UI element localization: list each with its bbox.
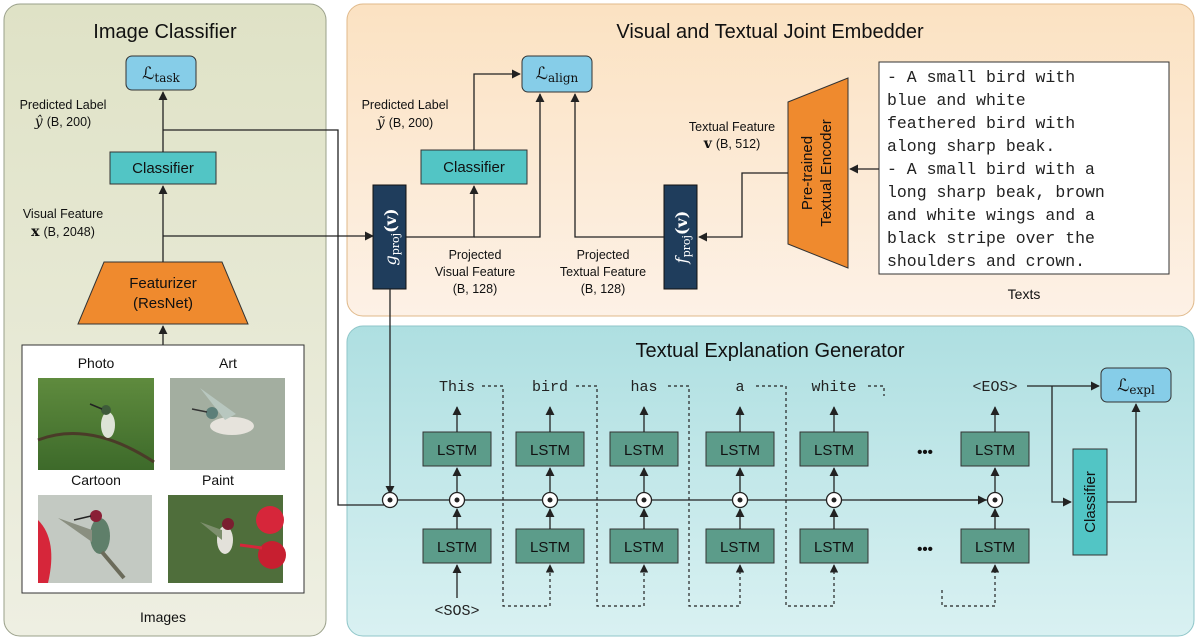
f-proj-box	[663, 184, 698, 290]
featurizer-line1: Featurizer	[129, 275, 197, 292]
featurizer-line2: (ResNet)	[133, 295, 193, 312]
token-eos: <EOS>	[972, 379, 1017, 396]
lstm-top-1	[422, 431, 492, 467]
texts-box	[878, 61, 1170, 275]
lstm-vertical-arrows	[452, 467, 1000, 598]
text-line: long sharp beak, brown	[887, 183, 1105, 202]
token-this: This	[439, 379, 475, 396]
gen-classifier-label: Classifier	[1082, 471, 1099, 533]
token-arrows	[452, 406, 1000, 432]
je-classifier-box	[420, 149, 528, 185]
textual-feature-math: v(B, 512)	[703, 136, 761, 152]
cartoon-image	[38, 495, 152, 583]
proj-visual-3: (B, 128)	[453, 282, 497, 296]
photo-image	[37, 378, 155, 470]
text-line: - A small bird with	[887, 68, 1075, 87]
lstm-bottom-6	[960, 528, 1030, 564]
align-loss-label: ℒalign	[536, 64, 579, 85]
lstm-label: LSTM	[720, 539, 760, 556]
token-bird: bird	[532, 379, 568, 396]
lstm-label: LSTM	[437, 442, 477, 459]
textual-feature-text: Textual Feature	[689, 120, 775, 134]
text-line: and white wings and a	[887, 206, 1095, 225]
lstm-label: LSTM	[530, 539, 570, 556]
lstm-label: LSTM	[975, 539, 1015, 556]
texts-lines: - A small bird with blue and white feath…	[887, 68, 1105, 271]
ic-classifier-box	[109, 151, 217, 185]
ic-predicted-label-text: Predicted Label	[20, 98, 107, 112]
lstm-bottom-4	[705, 528, 775, 564]
featurizer-trapezoid	[77, 261, 249, 325]
expl-loss-label: ℒexpl	[1117, 376, 1155, 397]
ic-visual-feature-math: x(B, 2048)	[31, 224, 95, 240]
ic-classifier-label: Classifier	[132, 160, 194, 177]
proj-visual-1: Projected	[449, 248, 502, 262]
domain-label-art: Art	[219, 355, 237, 371]
text-line: along sharp beak.	[887, 137, 1055, 156]
lstm-label: LSTM	[720, 442, 760, 459]
text-line: black stripe over the	[887, 229, 1095, 248]
ic-visual-feature-text: Visual Feature	[23, 207, 103, 221]
lstm-label: LSTM	[624, 539, 664, 556]
art-image	[170, 378, 285, 470]
text-line: shoulders and crown.	[887, 252, 1085, 271]
task-loss-label: ℒtask	[142, 64, 180, 85]
concat-circles	[381, 491, 1004, 509]
domain-label-cartoon: Cartoon	[71, 472, 121, 488]
lstm-label: LSTM	[814, 442, 854, 459]
proj-textual-3: (B, 128)	[581, 282, 625, 296]
texts-caption: Texts	[1008, 286, 1041, 302]
lstm-label: LSTM	[624, 442, 664, 459]
je-classifier-label: Classifier	[443, 159, 505, 176]
lstm-label: LSTM	[814, 539, 854, 556]
ellipsis-bottom: •••	[917, 541, 933, 558]
proj-textual-1: Projected	[577, 248, 630, 262]
f-proj-label: fproj(v)	[672, 211, 693, 265]
expl-loss-box	[1100, 367, 1172, 403]
text-line: - A small bird with a	[887, 160, 1095, 179]
lstm-top-6	[960, 431, 1030, 467]
je-predicted-label-math: ỹ(B, 200)	[376, 115, 433, 131]
encoder-line2: Textual Encoder	[818, 119, 835, 227]
proj-visual-2: Visual Feature	[435, 265, 515, 279]
g-proj-label: gproj(v)	[381, 208, 402, 265]
textual-encoder-trapezoid	[787, 77, 849, 269]
align-loss-box	[521, 55, 593, 93]
explanation-generator-title: Textual Explanation Generator	[635, 340, 904, 362]
lstm-label: LSTM	[437, 539, 477, 556]
ic-predicted-label-math: ŷ(B, 200)	[34, 113, 91, 130]
ellipsis-top: •••	[917, 444, 933, 461]
paint-image	[168, 495, 286, 583]
token-sos: <SOS>	[434, 603, 479, 620]
domain-label-photo: Photo	[78, 355, 115, 371]
token-a: a	[735, 379, 744, 396]
token-white: white	[811, 379, 856, 396]
lstm-bottom-3	[609, 528, 679, 564]
je-predicted-label-text: Predicted Label	[362, 98, 449, 112]
task-loss-box	[125, 55, 197, 91]
lstm-label: LSTM	[975, 442, 1015, 459]
text-line: blue and white	[887, 91, 1026, 110]
domain-label-paint: Paint	[202, 472, 234, 488]
lstm-label: LSTM	[530, 442, 570, 459]
encoder-line1: Pre-trained	[799, 136, 816, 210]
images-caption: Images	[140, 609, 186, 625]
lstm-bottom-2	[515, 528, 585, 564]
image-classifier-title: Image Classifier	[93, 21, 237, 43]
token-has: has	[630, 379, 657, 396]
lstm-top-4	[705, 431, 775, 467]
proj-textual-2: Textual Feature	[560, 265, 646, 279]
lstm-labels: LSTM LSTM LSTM LSTM LSTM LSTM LSTM LSTM …	[437, 442, 1015, 556]
joint-embedder-title: Visual and Textual Joint Embedder	[616, 21, 924, 43]
text-line: feathered bird with	[887, 114, 1075, 133]
lstm-top-3	[609, 431, 679, 467]
explanation-generator-panel	[346, 325, 1195, 637]
feedback-dashed-paths	[482, 385, 1000, 607]
